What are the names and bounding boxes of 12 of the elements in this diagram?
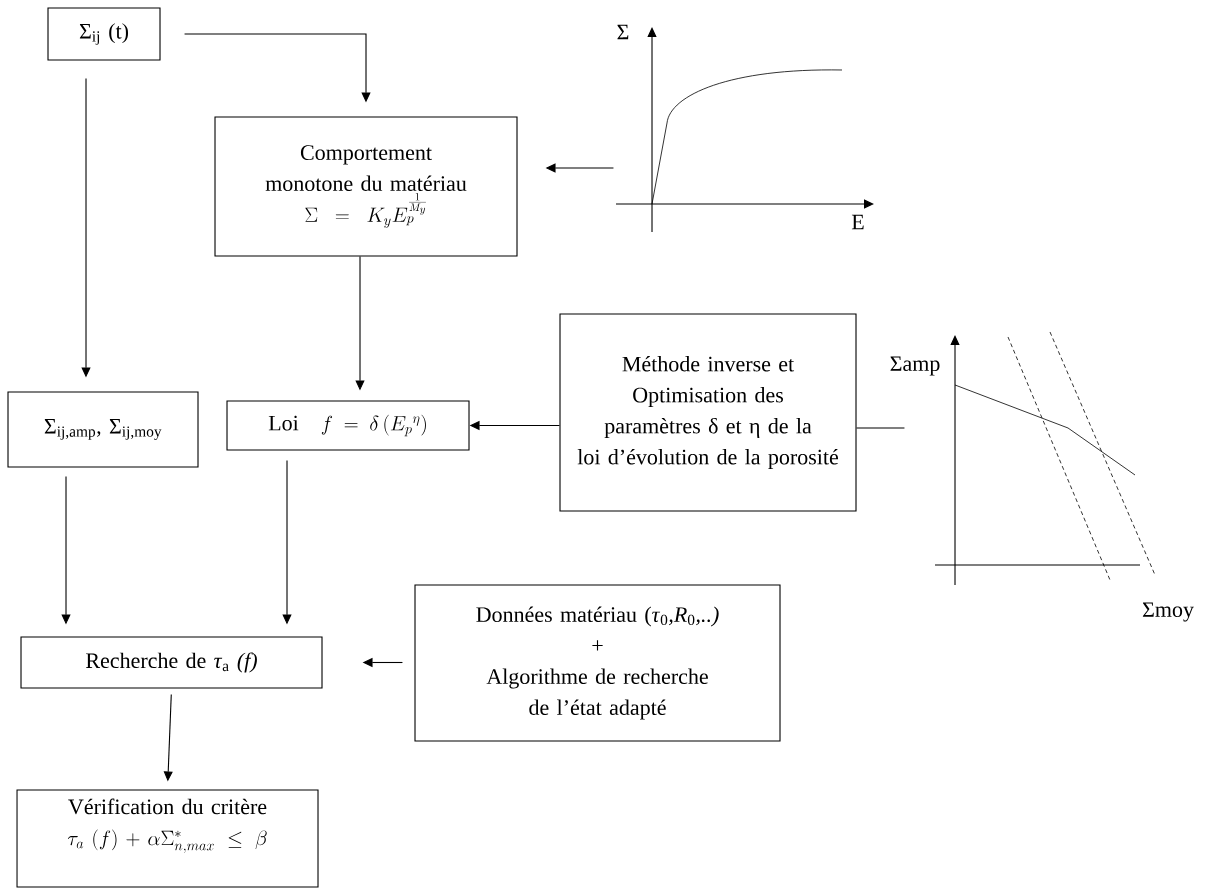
process-box: Données matériau (τ$_{0}$,R$_{0}$,..) + Algorithme de recherche de l’état adapté xyxy=(414,584,781,742)
axis-label: Σmoy xyxy=(1142,602,1194,622)
process-box: Méthode inverse et Optimisation des paramètres δ et η de la loi d’évolution de la porosité xyxy=(559,313,857,512)
process-box: Σ$_{ij,amp}$, Σ$_{ij,moy}$ xyxy=(7,391,199,468)
axis-label: Σamp xyxy=(890,356,940,376)
axis-label: E xyxy=(851,214,864,230)
process-box: Loi $f = \delta\left(E_p{}^{\eta}\right)$ xyxy=(226,400,470,451)
process-box: Recherche de τ$_{a}$ (f) xyxy=(20,636,323,689)
process-box: Vérification du critère $\tau_a\ (f) + \alpha \Sigma^{*}_{n,max} \leq \beta$ xyxy=(16,789,319,888)
axis-label: Σ xyxy=(617,24,629,40)
process-box: Σ$_{ij}$ (t) xyxy=(47,7,161,61)
process-box: Comportement monotone du matériau $\Sigma = K_y E_p^{\frac{1}{M_y}}$ xyxy=(214,116,518,257)
